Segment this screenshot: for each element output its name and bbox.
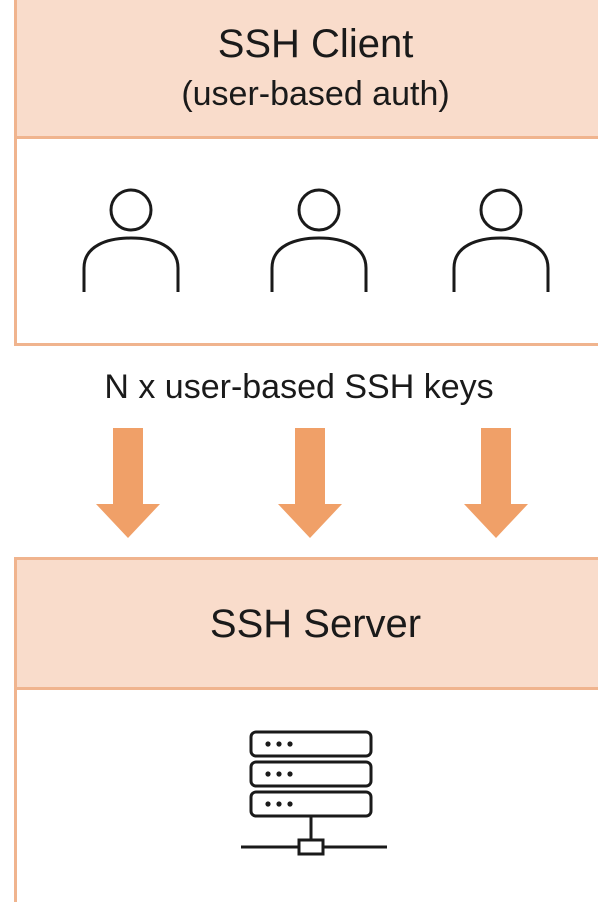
ssh-client-box: SSH Client (user-based auth) [14, 0, 598, 346]
ssh-client-subtitle: (user-based auth) [181, 75, 450, 113]
ssh-client-header: SSH Client (user-based auth) [17, 0, 598, 139]
down-arrow-icon [96, 428, 160, 538]
down-arrow-icon [278, 428, 342, 538]
user-icon [270, 188, 368, 292]
server-rack-icon [241, 730, 387, 856]
server-area [17, 690, 598, 905]
ssh-server-title: SSH Server [209, 601, 422, 646]
user-icon [452, 188, 550, 292]
ssh-keys-label: N x user-based SSH keys [104, 368, 494, 406]
ssh-client-title: SSH Client [217, 22, 414, 66]
user-icon [82, 188, 180, 292]
ssh-server-header: SSH Server [17, 560, 598, 690]
users-row [17, 139, 598, 346]
ssh-server-box: SSH Server [14, 557, 598, 902]
down-arrow-icon [464, 428, 528, 538]
